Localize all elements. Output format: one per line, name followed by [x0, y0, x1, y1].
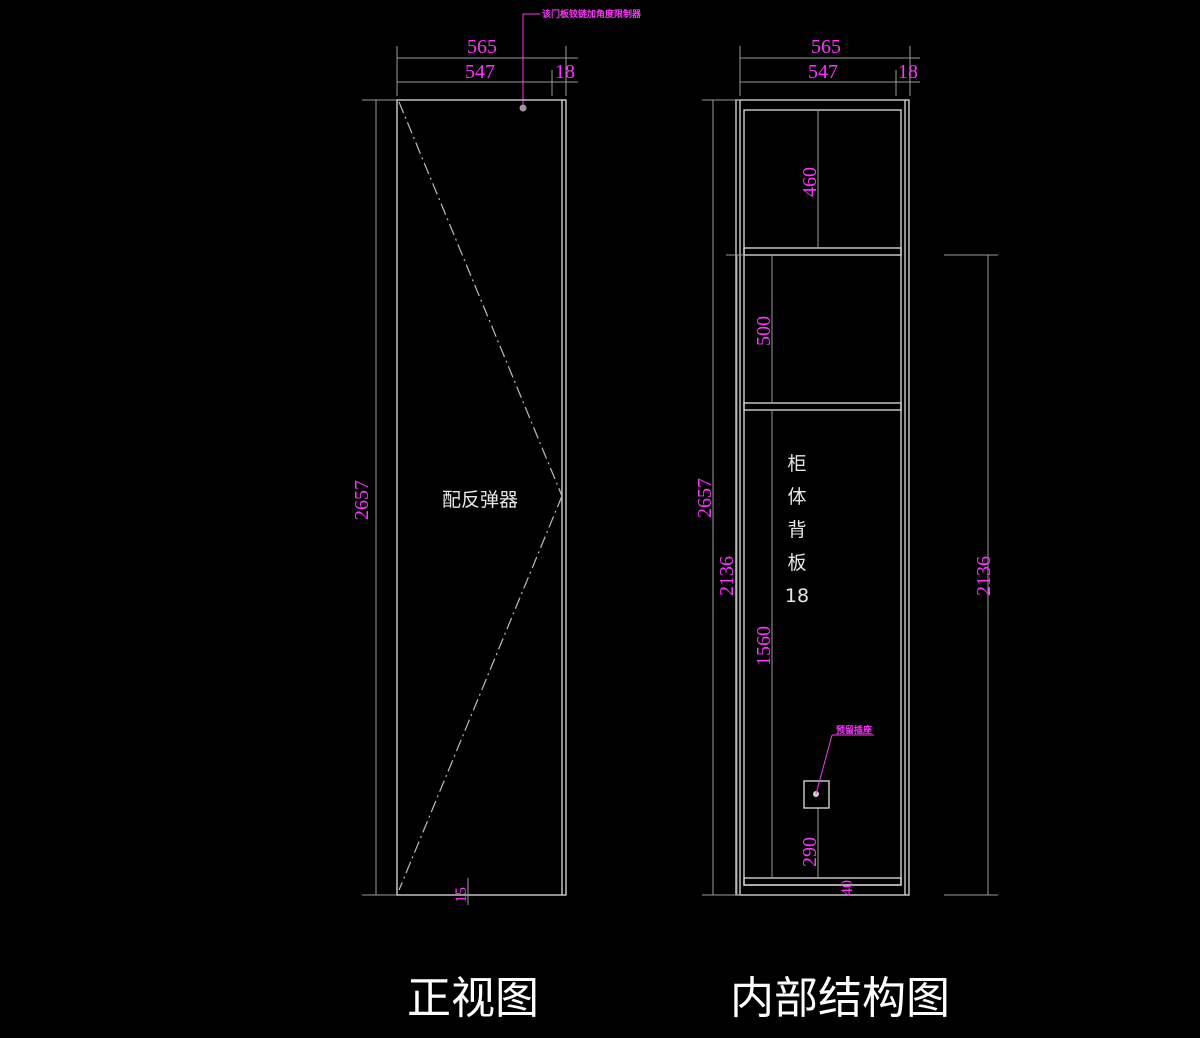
base-board: [743, 877, 902, 886]
door-panel: [396, 99, 567, 896]
socket-leader: [815, 734, 833, 795]
socket-box: [803, 780, 830, 809]
int-dim-height: 2657: [694, 478, 716, 518]
back-panel-label-1: 柜: [787, 453, 806, 475]
dim-edge: 18: [555, 61, 575, 83]
int-dim-edge: 18: [898, 61, 918, 83]
dim-socket-height: 290: [799, 837, 821, 867]
shelf-2: [743, 402, 902, 411]
dim-base: 40: [839, 880, 856, 896]
dim-shelf1: 460: [799, 167, 821, 197]
dim-height: 2657: [351, 480, 373, 520]
dim-lower: 1560: [753, 626, 775, 666]
hinge-marker: [519, 104, 527, 112]
dim-bottom: 15: [453, 887, 470, 903]
opening-line-top: [398, 101, 563, 497]
int-dim-inner-width: 547: [808, 61, 838, 83]
back-panel-label-5: 18: [785, 585, 809, 607]
int-dim-overall-width: 565: [811, 36, 841, 58]
int-dim-sub-height: 2136: [716, 556, 738, 596]
opening-line-bottom: [398, 495, 563, 891]
dim-inner-width: 547: [465, 61, 495, 83]
dim-shelf2: 500: [753, 316, 775, 346]
back-panel-label-3: 背: [787, 519, 806, 541]
interior-view: 565 547 18 460 500 1560 290 40 2657 2136: [694, 36, 998, 1024]
cabinet-outline: [735, 99, 910, 896]
dim-right-height: 2136: [973, 556, 995, 596]
back-panel-label-4: 板: [787, 552, 806, 574]
top-note: 该门板铰链加角度限制器: [542, 8, 642, 20]
socket-note: 预留插座: [836, 724, 872, 736]
shelf-1: [743, 247, 902, 256]
dim-overall-width: 565: [467, 36, 497, 58]
front-view-caption: 正视图: [407, 973, 539, 1024]
back-panel-label-2: 体: [787, 486, 806, 508]
door-note: 配反弹器: [442, 489, 518, 511]
front-view: 565 547 18 该门板铰链加角度限制器 2657 配反弹器 15 正视图: [351, 8, 642, 1024]
interior-view-caption: 内部结构图: [730, 973, 950, 1024]
